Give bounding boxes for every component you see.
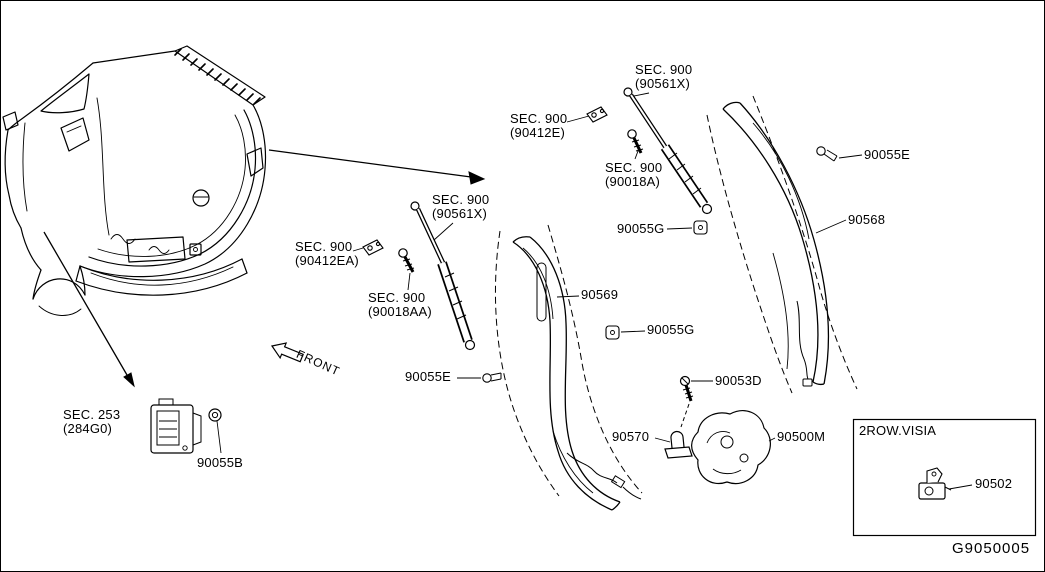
back-door-panel-90569 [494,224,643,511]
car-rear-view [2,45,267,316]
lock-actuator-90500m [691,410,771,485]
label-90055g-lower: 90055G [647,322,695,337]
stay-bracket-90412ea [362,239,384,256]
sec-ref-line: (90412E) [510,125,566,140]
label-sec900-90018aa: SEC. 900 (90018AA) [368,291,432,319]
leader-lines [352,92,973,490]
harness-connector [802,378,813,387]
pointer-arrows [43,149,486,388]
label-sec900-90412ea: SEC. 900 (90412EA) [295,240,359,268]
arrow-to-latch [43,231,128,376]
gas-stay-mid [410,201,476,351]
gas-stay-upper [623,87,713,215]
harness-wire [796,300,809,380]
tail-lamp-left [60,117,90,152]
stay-bolt-90018a [627,129,644,154]
rear-bumper [79,258,243,281]
sec-ref-line: (90018A) [605,174,661,189]
label-90053d: 90053D [715,373,762,388]
sec-ref-line: SEC. 900 [432,192,490,207]
arrowhead-right [468,171,486,185]
inset-box-2row-visia [852,418,1037,537]
panel-slot [536,262,547,322]
latch-sec253 [150,398,202,454]
grommet-90055g-upper [693,220,708,235]
sec-ref-line: SEC. 900 [635,62,693,77]
license-recess [126,236,186,263]
sec-ref-line: SEC. 900 [368,290,426,305]
sec-ref-line: (90018AA) [368,304,432,319]
label-90055g-upper: 90055G [617,221,665,236]
label-90569: 90569 [581,287,619,302]
harness-connector [610,475,626,489]
arrowhead-down [123,372,135,388]
label-90502: 90502 [975,476,1013,491]
striker-90570 [664,430,693,459]
sec-ref-line: SEC. 253 [63,407,121,422]
label-sec253: SEC. 253 (284G0) [63,408,120,436]
arrow-to-exploded-view [268,149,472,178]
sec-ref-line: SEC. 900 [605,160,663,175]
grommet-90055g-lower [605,325,620,340]
sec-ref-line: (90561X) [432,206,488,221]
label-90568: 90568 [848,212,886,227]
stay-bolt-90018aa [398,248,415,273]
bolt-90053d [679,375,694,428]
stay-bracket-90412e [586,106,608,123]
diagram-code: G9050005 [952,540,1031,557]
brand-badge [192,189,210,207]
label-90570: 90570 [612,429,650,444]
sec-ref-line: (90561X) [635,76,691,91]
back-door-panel-90568 [706,95,858,394]
label-sec900-90018a: SEC. 900 (90018A) [605,161,662,189]
clip-90055e-upper [816,146,838,162]
tail-lamp-right [246,147,264,177]
striker-90502 [918,467,952,500]
sec-ref-line: (90412EA) [295,253,359,268]
label-90055e-upper: 90055E [864,147,911,162]
wheel-arch [32,278,86,300]
label-90055b: 90055B [197,455,244,470]
label-90055e-lower: 90055E [405,369,452,384]
clip-90055e-lower [482,372,502,383]
sec-ref-line: (284G0) [63,421,113,436]
label-90500m: 90500M [777,429,826,444]
label-sec900-90412e: SEC. 900 (90412E) [510,112,567,140]
sec-ref-line: SEC. 900 [510,111,568,126]
inset-box-title: 2ROW.VISIA [859,423,937,438]
front-direction-arrow [270,342,304,363]
sec-ref-line: SEC. 900 [295,239,353,254]
tailgate-latch [189,243,202,256]
side-mirror [2,111,19,131]
side-window [40,73,90,114]
spoiler-hatch [174,48,261,105]
label-sec900-90561x-upper: SEC. 900 (90561X) [635,63,692,91]
harness-wire [566,452,618,484]
label-sec900-90561x-mid: SEC. 900 (90561X) [432,193,489,221]
nut-90055b [208,408,222,454]
